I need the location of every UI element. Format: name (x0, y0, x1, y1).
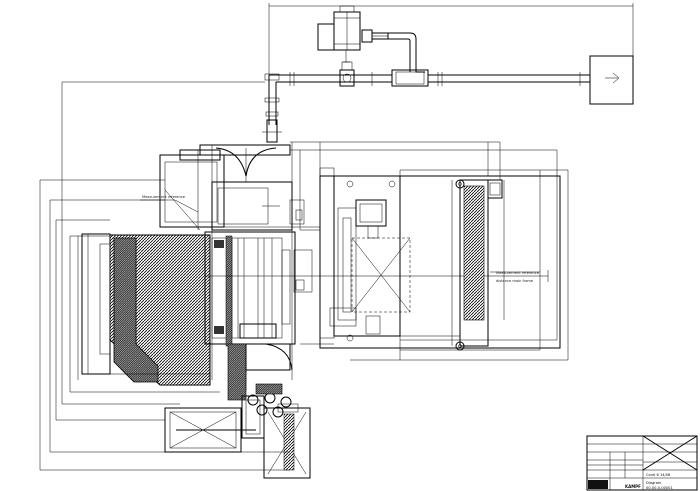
exhaust-cabinet (589, 55, 634, 105)
exhaust-duct-system (61, 3, 634, 200)
conveyor-section (292, 167, 549, 351)
annotations: Measurement reference Measurement refere… (140, 195, 540, 283)
title-block-subtitle: Diagram (646, 481, 662, 485)
lower-drive-section (164, 383, 311, 479)
title-block-drawing-number: 00-00-0-00001 (646, 486, 673, 490)
fan-motor-unit (317, 5, 389, 62)
main-machine-body (81, 142, 334, 401)
side-annotation-text: Measurement reference (142, 195, 186, 199)
duct-pipe-left (262, 61, 392, 143)
duct-pipe-right (388, 32, 590, 87)
title-block-title: Conti 6 14/08 (646, 473, 671, 477)
center-annotation-line-2: distance main frame (496, 279, 534, 283)
title-block: Conti 6 14/08 Diagram 00-00-0-00001 KAMP… (586, 435, 698, 491)
center-annotation-line-1: Measurement reference (496, 271, 540, 275)
title-block-company-logo: KAMPF (625, 484, 641, 489)
